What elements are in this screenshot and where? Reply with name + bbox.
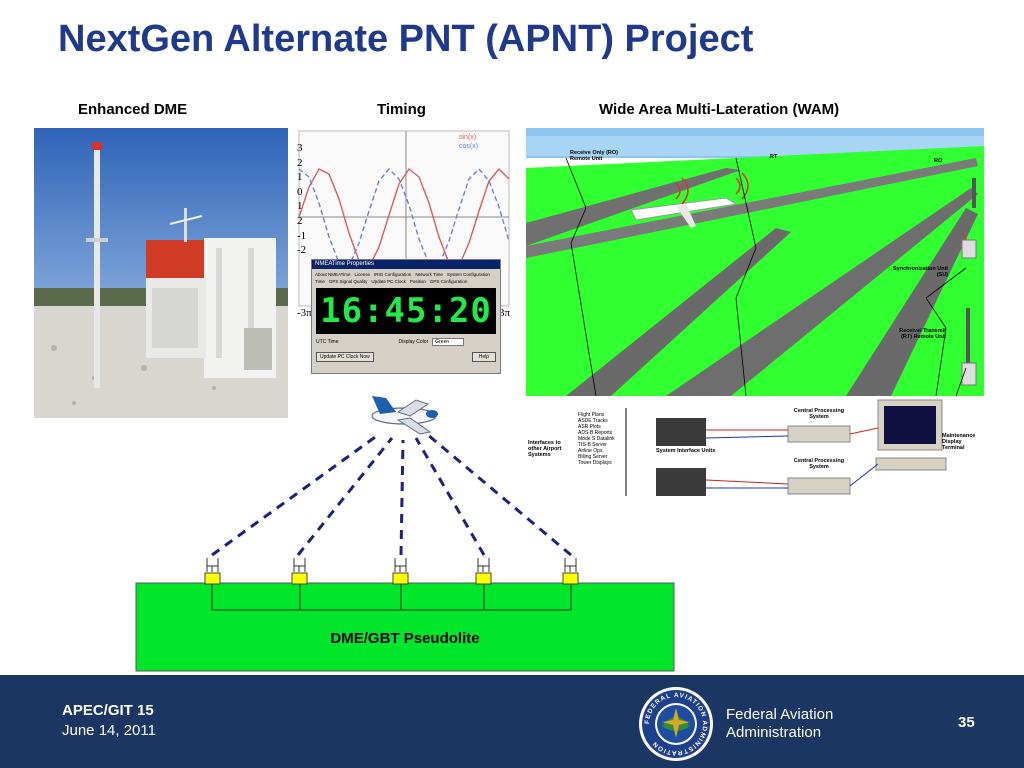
- footer-bar: [0, 675, 1024, 768]
- antenna-icon: [204, 558, 221, 585]
- dialog-tabs: About NMEATime License IRIG Configuratio…: [312, 269, 500, 285]
- footer-date: June 14, 2011: [62, 722, 156, 739]
- dialog-buttons: Update PC Clock Now Help: [312, 346, 500, 362]
- pseudolite-box: [135, 582, 675, 672]
- y-tick: 1: [297, 171, 303, 184]
- wam-diagram: Receive Only (RO) Remote Unit RT RO Sync…: [526, 128, 984, 498]
- dme-site-photo: [34, 128, 288, 418]
- antenna-icon: [291, 558, 308, 585]
- antenna-group: [204, 558, 579, 585]
- y-tick: 2: [297, 156, 303, 169]
- label-rt-remote: Receive/ Transmit (RT) Remote Unit: [899, 328, 946, 340]
- antenna-icon: [475, 558, 492, 585]
- y-tick: -2: [297, 244, 307, 257]
- display-color-label: Display Color: [398, 339, 429, 345]
- y-tick: 2: [297, 214, 303, 227]
- caption-timing: Timing: [377, 101, 426, 118]
- interface-item: ADS-B Reports: [578, 430, 613, 436]
- label-cps-1: Central Processing System: [793, 408, 845, 420]
- timing-y-labels: 3 2 1 0 1 2 -1 -2: [297, 141, 306, 258]
- tab-update-clock[interactable]: Update PC Clock: [371, 279, 406, 284]
- pseudolite-label: DME/GBT Pseudolite: [330, 630, 480, 647]
- tab-gps-signal[interactable]: GPS Signal Quality: [328, 279, 368, 284]
- label-rt: RT: [770, 154, 778, 160]
- agency-name-line2: Administration: [726, 724, 822, 741]
- label-siu: System Interface Units: [656, 448, 716, 454]
- timing-legend: sin(x) cos(x): [459, 133, 478, 151]
- antenna-icon: [392, 558, 409, 585]
- interface-item: Billing Server: [578, 454, 608, 460]
- interface-item: Mode S Datalink: [578, 436, 615, 442]
- display-color-select[interactable]: Green: [432, 338, 465, 346]
- x-tick-left: -3π: [297, 307, 312, 319]
- dialog-options-row: UTC Time Display Color Green: [312, 334, 500, 346]
- tab-network-time[interactable]: Network Time: [415, 272, 443, 277]
- tab-gps-config[interactable]: GPS Configuration: [429, 279, 468, 284]
- dialog-title-bar: NMEATime Properties: [312, 260, 500, 269]
- nmeatime-dialog: NMEATime Properties About NMEATime Licen…: [311, 259, 501, 374]
- interface-item: ASR Plots: [578, 424, 601, 430]
- faa-seal-icon: FEDERAL AVIATION ADMINISTRATION: [639, 687, 713, 761]
- antenna-icon: [562, 558, 579, 585]
- pseudolite-diagram: [135, 396, 675, 672]
- signal-lines: [211, 433, 572, 557]
- interface-item: Airline Ops.: [578, 448, 604, 454]
- y-tick: 1: [297, 200, 303, 213]
- label-ro-remote: Receive Only (RO) Remote Unit: [570, 150, 618, 162]
- x-tick-right: 3π: [499, 307, 511, 319]
- utc-label: UTC Time: [316, 339, 339, 345]
- label-cps-2: Central Processing System: [793, 458, 845, 470]
- tab-system-config[interactable]: System Configuration: [446, 272, 490, 277]
- interface-item: ASDE Tracks: [578, 418, 608, 424]
- caption-enhanced-dme: Enhanced DME: [78, 101, 188, 118]
- help-button[interactable]: Help: [471, 352, 496, 362]
- label-sync-unit: Synchronization Unit (SU): [893, 266, 948, 278]
- legend-cos: cos(x): [459, 143, 479, 150]
- tab-irig[interactable]: IRIG Configuration: [374, 272, 412, 277]
- update-clock-button[interactable]: Update PC Clock Now: [316, 352, 374, 362]
- interface-list: Flight Plans ASDE Tracks ASR Plots ADS-B…: [578, 412, 638, 466]
- legend-sin: sin(x): [459, 134, 477, 141]
- interface-item: TIS-B Server: [578, 442, 607, 448]
- tab-position[interactable]: Position: [409, 279, 426, 284]
- y-tick: 3: [297, 142, 303, 154]
- interface-item: Tower Displays: [578, 460, 612, 466]
- label-ro: RO: [934, 158, 943, 164]
- label-maintenance-terminal: Maintenance Display Terminal: [942, 433, 976, 451]
- clock-display: 16:45:20: [316, 288, 496, 334]
- slide-title: NextGen Alternate PNT (APNT) Project: [58, 18, 754, 60]
- label-interfaces: Interfaces to other Airport Systems: [528, 440, 562, 458]
- page-number: 35: [958, 714, 975, 731]
- y-tick: 0: [297, 185, 303, 198]
- airplane-icon: [371, 396, 438, 435]
- tab-license[interactable]: License: [354, 272, 371, 277]
- caption-wam: Wide Area Multi-Lateration (WAM): [599, 101, 840, 118]
- tab-about[interactable]: About NMEATime: [315, 272, 351, 277]
- interface-item: Flight Plans: [578, 412, 605, 418]
- footer-event: APEC/GIT 15: [62, 702, 154, 719]
- tab-time[interactable]: Time: [315, 279, 325, 284]
- y-tick: -1: [297, 229, 307, 242]
- agency-name-line1: Federal Aviation: [726, 706, 834, 723]
- timing-panel: 3 2 1 0 1 2 -1 -2 -3π 3π sin(x) cos(x) N…: [289, 129, 517, 404]
